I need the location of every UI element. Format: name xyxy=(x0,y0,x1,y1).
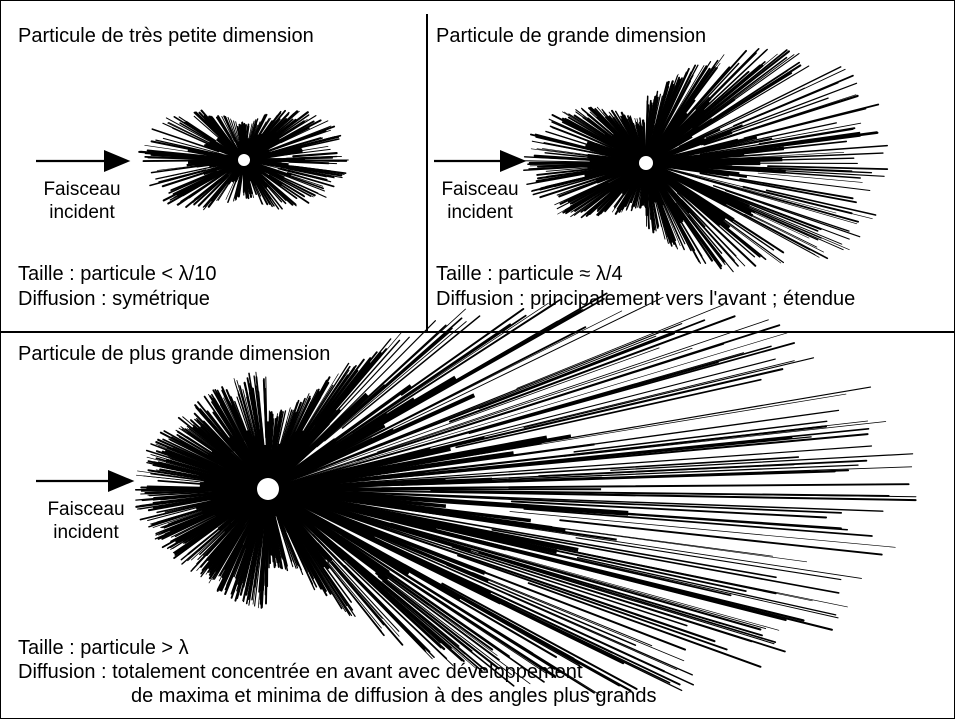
panel-3-particle-icon xyxy=(257,478,279,500)
panel-2-beam-label-line-2: incident xyxy=(447,202,513,223)
panel-1-title: Particule de très petite dimension xyxy=(18,25,314,47)
panel-divider-vertical xyxy=(426,14,428,331)
panel-1-diffusion: Diffusion : symétrique xyxy=(18,288,210,310)
panel-2-size: Taille : particule ≈ λ/4 xyxy=(436,263,623,285)
panel-3-diffusion: Diffusion : totalement concentrée en ava… xyxy=(18,661,583,683)
panel-1-size: Taille : particule < λ/10 xyxy=(18,263,217,285)
rayleigh-scattering-pattern xyxy=(138,109,349,211)
panel-3-size: Taille : particule > λ xyxy=(18,637,189,659)
panel-1-beam-label-line-1: Faisceau xyxy=(43,179,121,200)
panel-3-beam-label-line-2: incident xyxy=(53,522,119,543)
panel-2-diffusion: Diffusion : principalement vers l'avant … xyxy=(436,288,856,310)
panel-3-diffusion-cont: de maxima et minima de diffusion à des a… xyxy=(131,685,657,707)
panel-3-beam-label-line-1: Faisceau xyxy=(47,499,125,520)
panel-3-title: Particule de plus grande dimension xyxy=(18,343,331,365)
panel-2-beam-label: Faisceau incident xyxy=(428,178,532,224)
panel-3-beam-label: Faisceau incident xyxy=(34,498,138,544)
panel-1-particle-icon xyxy=(238,154,250,166)
panel-2-beam-label-line-1: Faisceau xyxy=(441,179,519,200)
panel-2-title: Particule de grande dimension xyxy=(436,25,707,47)
panel-1-beam-label-line-2: incident xyxy=(49,202,115,223)
mie-large-scattering-pattern xyxy=(134,292,917,697)
mie-small-scattering-pattern xyxy=(523,48,889,273)
panel-2-particle-icon xyxy=(639,156,653,170)
panel-1-beam-label: Faisceau incident xyxy=(30,178,134,224)
panel-divider-horizontal xyxy=(0,331,954,333)
